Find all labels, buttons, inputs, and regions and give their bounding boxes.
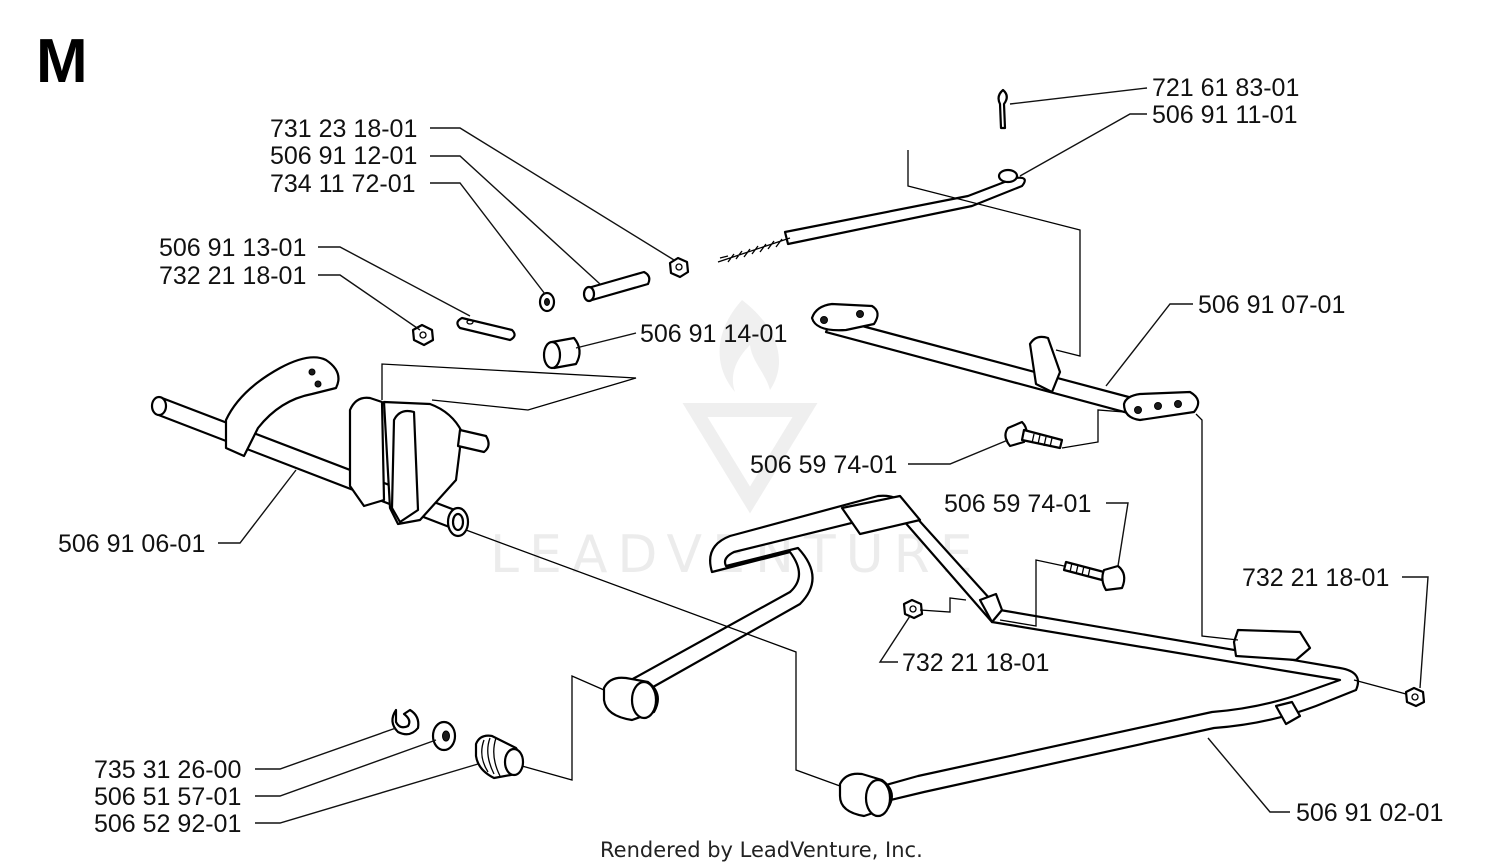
label-731-23-18-01: 731 23 18-01 bbox=[270, 115, 417, 143]
label-506-59-74-01-a: 506 59 74-01 bbox=[750, 451, 897, 479]
section-letter: M bbox=[36, 27, 88, 96]
pin-506-91-13 bbox=[456, 316, 516, 342]
nut-731 bbox=[668, 256, 690, 279]
nut-732-c bbox=[1404, 686, 1426, 708]
label-732-21-18-01-c: 732 21 18-01 bbox=[1242, 564, 1389, 592]
sleeve-506-91-12 bbox=[582, 270, 651, 303]
circlip-735 bbox=[391, 708, 420, 736]
label-506-91-14-01: 506 91 14-01 bbox=[640, 320, 787, 348]
label-506-52-92-01: 506 52 92-01 bbox=[94, 810, 241, 838]
bolt-506-59-74-a bbox=[1004, 420, 1064, 450]
label-732-21-18-01-b: 732 21 18-01 bbox=[902, 649, 1049, 677]
label-506-91-02-01: 506 91 02-01 bbox=[1296, 799, 1443, 827]
label-735-31-26-00: 735 31 26-00 bbox=[94, 756, 241, 784]
adjustment-rod bbox=[717, 168, 1026, 263]
rear-shaft bbox=[810, 302, 1200, 422]
label-734-11-72-01: 734 11 72-01 bbox=[270, 170, 416, 198]
label-506-91-11-01: 506 91 11-01 bbox=[1152, 101, 1298, 129]
label-506-59-74-01-b: 506 59 74-01 bbox=[944, 490, 1091, 518]
nut-732-a bbox=[411, 323, 435, 347]
cotter-pin bbox=[997, 88, 1008, 130]
assembly-lines bbox=[381, 150, 1407, 787]
lift-arm-frame bbox=[602, 494, 1360, 818]
label-732-21-18-01-a: 732 21 18-01 bbox=[159, 262, 306, 290]
bushing-506-52-92 bbox=[474, 734, 525, 780]
bolt-506-59-74-b bbox=[1062, 560, 1126, 592]
part-labels: 721 61 83-01 506 91 11-01 731 23 18-01 5… bbox=[58, 74, 1443, 838]
label-506-91-12-01: 506 91 12-01 bbox=[270, 142, 417, 170]
label-506-91-06-01: 506 91 06-01 bbox=[58, 530, 205, 558]
footer-credit: Rendered by LeadVenture, Inc. bbox=[600, 838, 923, 862]
bushing-506-91-14 bbox=[542, 336, 581, 370]
washer-506-51-57 bbox=[431, 720, 457, 752]
washer-734 bbox=[538, 291, 556, 313]
front-shaft bbox=[150, 356, 490, 538]
label-506-91-07-01: 506 91 07-01 bbox=[1198, 291, 1345, 319]
label-506-51-57-01: 506 51 57-01 bbox=[94, 783, 241, 811]
label-721-61-83-01: 721 61 83-01 bbox=[1152, 74, 1299, 102]
nut-732-b bbox=[902, 598, 924, 620]
label-506-91-13-01: 506 91 13-01 bbox=[159, 234, 306, 262]
leader-lines bbox=[218, 87, 1429, 824]
